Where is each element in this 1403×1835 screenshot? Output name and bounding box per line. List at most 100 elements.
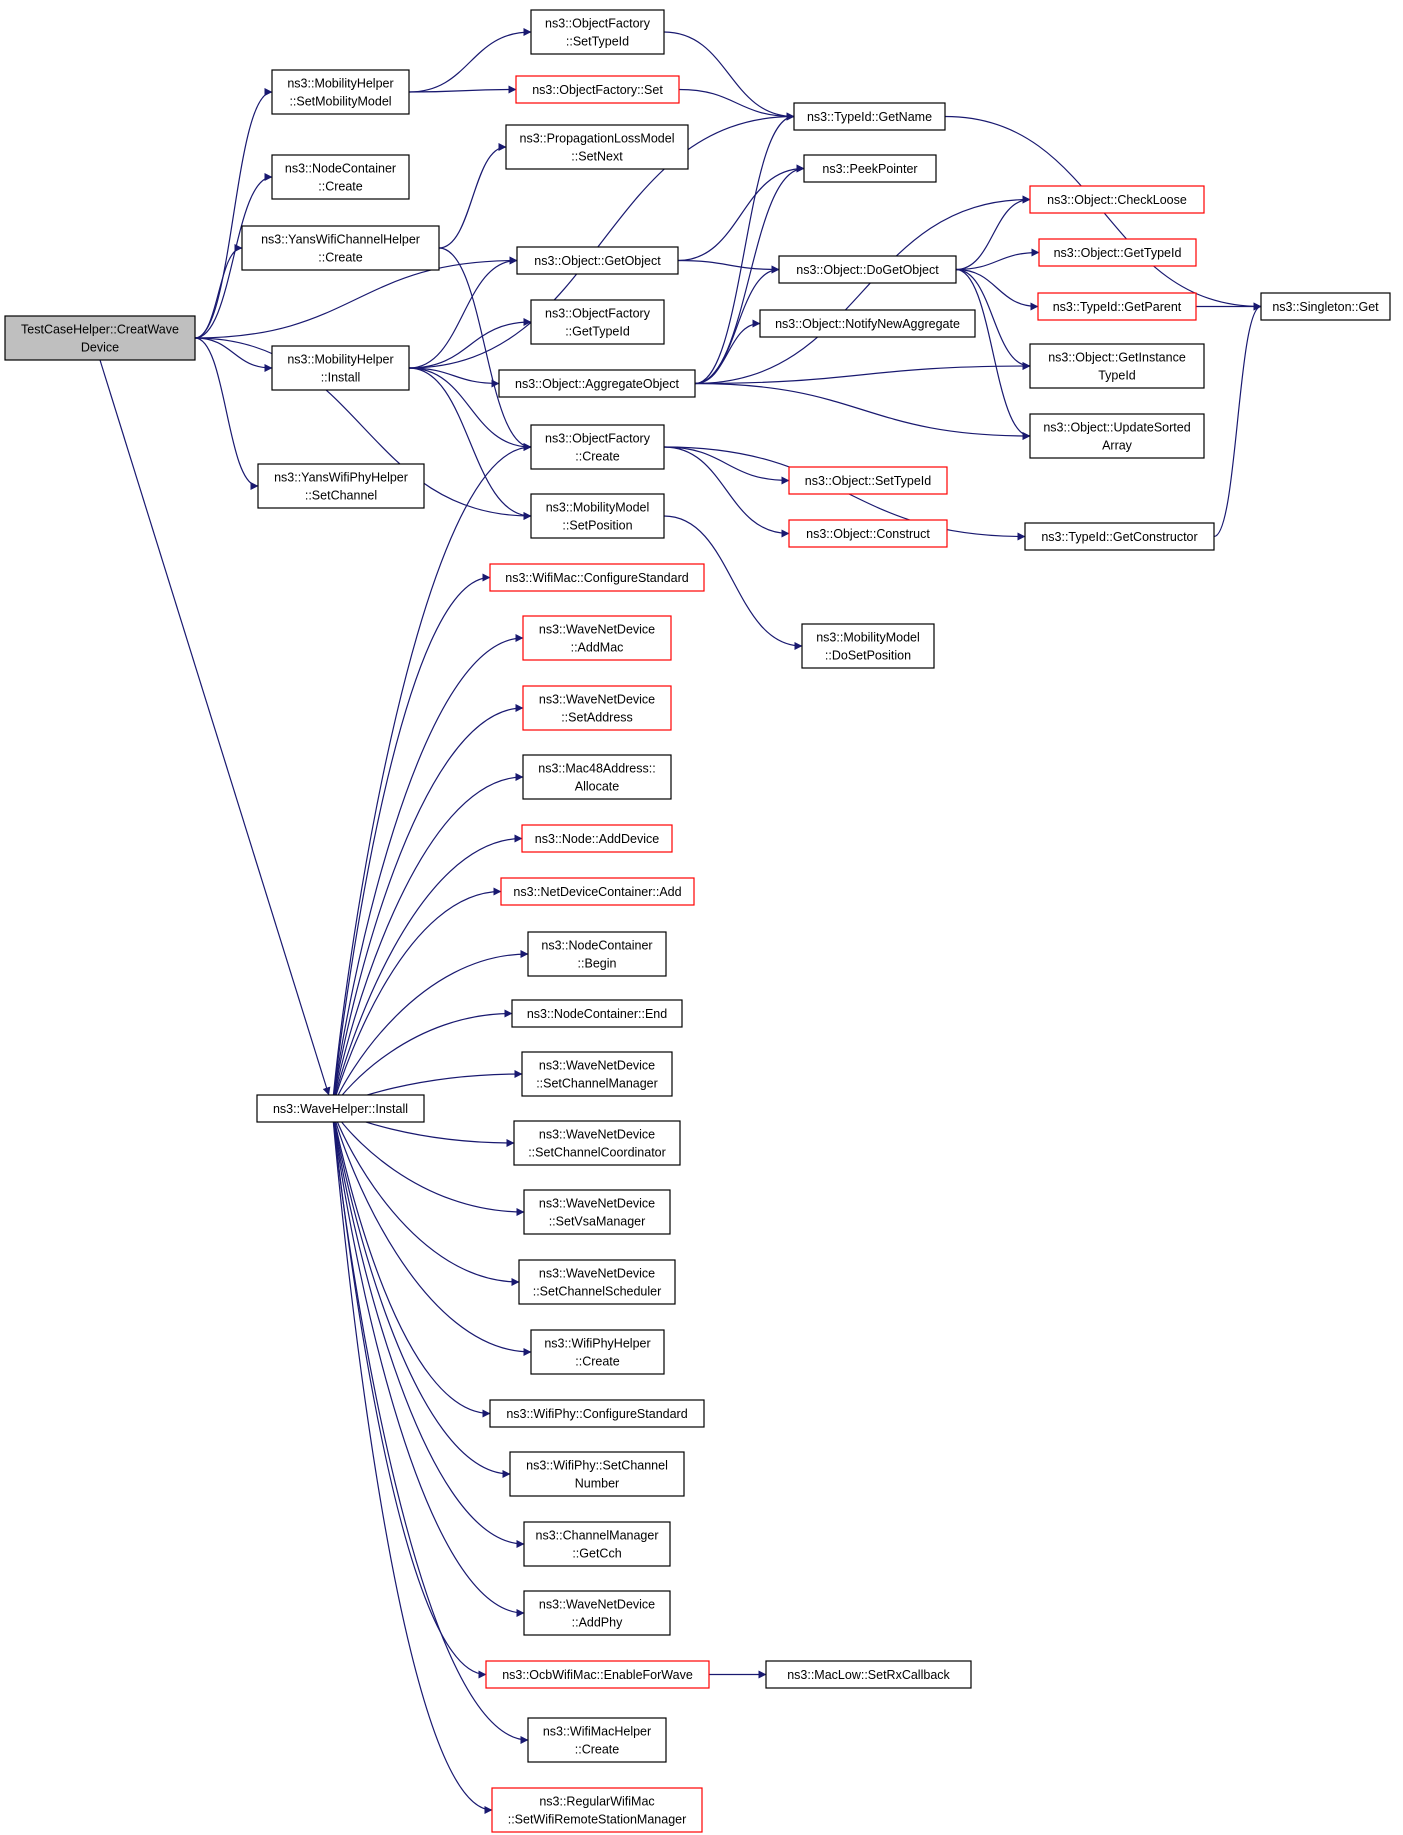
node-of-settypeid[interactable]: ns3::ObjectFactory::SetTypeId: [530, 9, 665, 55]
node-wnd-setaddr[interactable]: ns3::WaveNetDevice::SetAddress: [522, 685, 672, 731]
edge-path: [1213, 302, 1262, 538]
edge-path: [194, 337, 273, 372]
node-tid-getctor[interactable]: ns3::TypeId::GetConstructor: [1024, 522, 1215, 551]
node-obj-getobject[interactable]: ns3::Object::GetObject: [516, 246, 679, 275]
node-box: [788, 519, 948, 548]
edge-path: [331, 1108, 525, 1548]
edges-layer: [99, 28, 1262, 1814]
edge-path: [331, 573, 491, 1109]
node-box: [1037, 292, 1197, 321]
node-wm-cfg[interactable]: ns3::WifiMac::ConfigureStandard: [489, 563, 705, 592]
node-obj-aggregate[interactable]: ns3::Object::AggregateObject: [498, 369, 696, 398]
node-obj-settypeid[interactable]: ns3::Object::SetTypeId: [788, 466, 948, 495]
node-cm-getcch[interactable]: ns3::ChannelManager::GetCch: [523, 1521, 671, 1567]
node-label-line: ns3::YansWifiPhyHelper: [274, 471, 408, 485]
node-tid-getparent[interactable]: ns3::TypeId::GetParent: [1037, 292, 1197, 321]
edge-wh-install-to-owm-enable: [331, 1108, 487, 1679]
edge-mm-setpos-to-mm-dosetpos: [663, 515, 803, 650]
edge-path: [408, 112, 795, 369]
node-wnd-setchmgr[interactable]: ns3::WaveNetDevice::SetChannelManager: [521, 1051, 673, 1097]
edge-obj-aggregate-to-obj-getinst: [694, 362, 1031, 385]
node-wp-cfg[interactable]: ns3::WifiPhy::ConfigureStandard: [489, 1399, 705, 1428]
node-mm-setpos[interactable]: ns3::MobilityModel::SetPosition: [530, 493, 665, 539]
node-box: [489, 563, 705, 592]
node-rwm-setrsm[interactable]: ns3::RegularWifiMac::SetWifiRemoteStatio…: [491, 1787, 703, 1833]
node-wnd-setchsched[interactable]: ns3::WaveNetDevice::SetChannelScheduler: [518, 1259, 676, 1305]
node-box: [513, 1120, 681, 1166]
node-of-gettypeid[interactable]: ns3::ObjectFactory::GetTypeId: [530, 299, 665, 345]
node-singleton-get[interactable]: ns3::Singleton::Get: [1260, 292, 1391, 321]
edge-path: [408, 367, 500, 388]
node-mh-install[interactable]: ns3::MobilityHelper::Install: [271, 345, 410, 391]
node-obj-dogetobject[interactable]: ns3::Object::DoGetObject: [778, 255, 957, 284]
node-ywch-create[interactable]: ns3::YansWifiChannelHelper::Create: [241, 225, 440, 271]
node-ywph-setch[interactable]: ns3::YansWifiPhyHelper::SetChannel: [257, 463, 425, 509]
edge-of-settypeid-to-tid-getname: [663, 31, 795, 121]
node-label-line: ::SetNext: [571, 150, 623, 164]
node-box: [530, 424, 665, 470]
edge-path: [331, 773, 524, 1109]
node-wnd-addmac[interactable]: ns3::WaveNetDevice::AddMac: [522, 615, 672, 661]
node-peekpointer[interactable]: ns3::PeekPointer: [803, 154, 937, 183]
node-node-adddev[interactable]: ns3::Node::AddDevice: [521, 824, 673, 853]
node-ndc-add[interactable]: ns3::NetDeviceContainer::Add: [500, 877, 695, 906]
edge-path: [331, 1108, 529, 1744]
node-wnd-setvsa[interactable]: ns3::WaveNetDevice::SetVsaManager: [523, 1189, 671, 1235]
node-label-line: ns3::RegularWifiMac: [539, 1795, 654, 1809]
edge-of-create-to-obj-settypeid: [663, 446, 790, 485]
node-mac48-alloc[interactable]: ns3::Mac48Address::Allocate: [522, 754, 672, 800]
node-label-line: ::Create: [318, 180, 363, 194]
node-wnd-setchcoord[interactable]: ns3::WaveNetDevice::SetChannelCoordinato…: [513, 1120, 681, 1166]
node-box: [1038, 238, 1197, 267]
node-nc-end[interactable]: ns3::NodeContainer::End: [511, 999, 683, 1028]
node-label-line: ns3::WaveNetDevice: [539, 1059, 655, 1073]
edge-path: [194, 173, 273, 339]
node-of-set[interactable]: ns3::ObjectFactory::Set: [515, 75, 680, 104]
node-obj-gettypeid[interactable]: ns3::Object::GetTypeId: [1038, 238, 1197, 267]
node-box: [1029, 413, 1205, 459]
edge-wh-install-to-node-adddev: [331, 834, 523, 1109]
node-mh-smm[interactable]: ns3::MobilityHelper::SetMobilityModel: [271, 69, 410, 115]
node-of-create[interactable]: ns3::ObjectFactory::Create: [530, 424, 665, 470]
node-label-line: ns3::WaveNetDevice: [539, 693, 655, 707]
node-wnd-addphy[interactable]: ns3::WaveNetDevice::AddPhy: [523, 1590, 671, 1636]
node-label-line: ns3::Singleton::Get: [1272, 300, 1379, 314]
node-mm-dosetpos[interactable]: ns3::MobilityModel::DoSetPosition: [801, 623, 935, 669]
node-wph-create[interactable]: ns3::WifiPhyHelper::Create: [530, 1329, 665, 1375]
node-wmh-create[interactable]: ns3::WifiMacHelper::Create: [527, 1717, 667, 1763]
node-maclow-setrx[interactable]: ns3::MacLow::SetRxCallback: [765, 1660, 972, 1689]
edge-obj-dogetobject-to-obj-checkloose: [955, 195, 1031, 271]
edge-obj-dogetobject-to-obj-gettypeid: [955, 248, 1040, 271]
edge-path: [331, 1108, 525, 1216]
node-box: [801, 623, 935, 669]
edge-mh-smm-to-of-settypeid: [408, 28, 532, 93]
node-tid-getname[interactable]: ns3::TypeId::GetName: [793, 102, 946, 131]
node-obj-construct[interactable]: ns3::Object::Construct: [788, 519, 948, 548]
node-obj-notify[interactable]: ns3::Object::NotifyNewAggregate: [759, 309, 976, 338]
edge-path: [408, 85, 517, 94]
node-label-line: ns3::Object::GetTypeId: [1054, 246, 1182, 260]
node-nc-begin[interactable]: ns3::NodeContainer::Begin: [527, 931, 667, 977]
node-wh-install[interactable]: ns3::WaveHelper::Install: [256, 1094, 425, 1123]
edge-path: [663, 515, 803, 650]
edge-path: [331, 1108, 520, 1286]
node-label-line: ns3::WifiMacHelper: [543, 1725, 651, 1739]
node-box: [1029, 343, 1205, 389]
node-label-line: ::AddMac: [571, 641, 624, 655]
node-label-line: ::SetWifiRemoteStationManager: [508, 1813, 687, 1827]
edge-path: [194, 337, 259, 490]
node-box: [530, 1329, 665, 1375]
node-owm-enable[interactable]: ns3::OcbWifiMac::EnableForWave: [485, 1660, 710, 1689]
node-obj-checkloose[interactable]: ns3::Object::CheckLoose: [1029, 185, 1205, 214]
node-label-line: ::Install: [321, 371, 361, 385]
edge-obj-dogetobject-to-tid-getparent: [955, 268, 1039, 311]
node-label-line: ::Create: [575, 1743, 620, 1757]
node-label-line: ns3::Object::GetInstance: [1048, 351, 1186, 365]
node-nc-create[interactable]: ns3::NodeContainer::Create: [271, 154, 410, 200]
edge-wh-install-to-wp-setchnum: [331, 1108, 511, 1478]
node-plm-setnext[interactable]: ns3::PropagationLossModel::SetNext: [505, 124, 689, 170]
